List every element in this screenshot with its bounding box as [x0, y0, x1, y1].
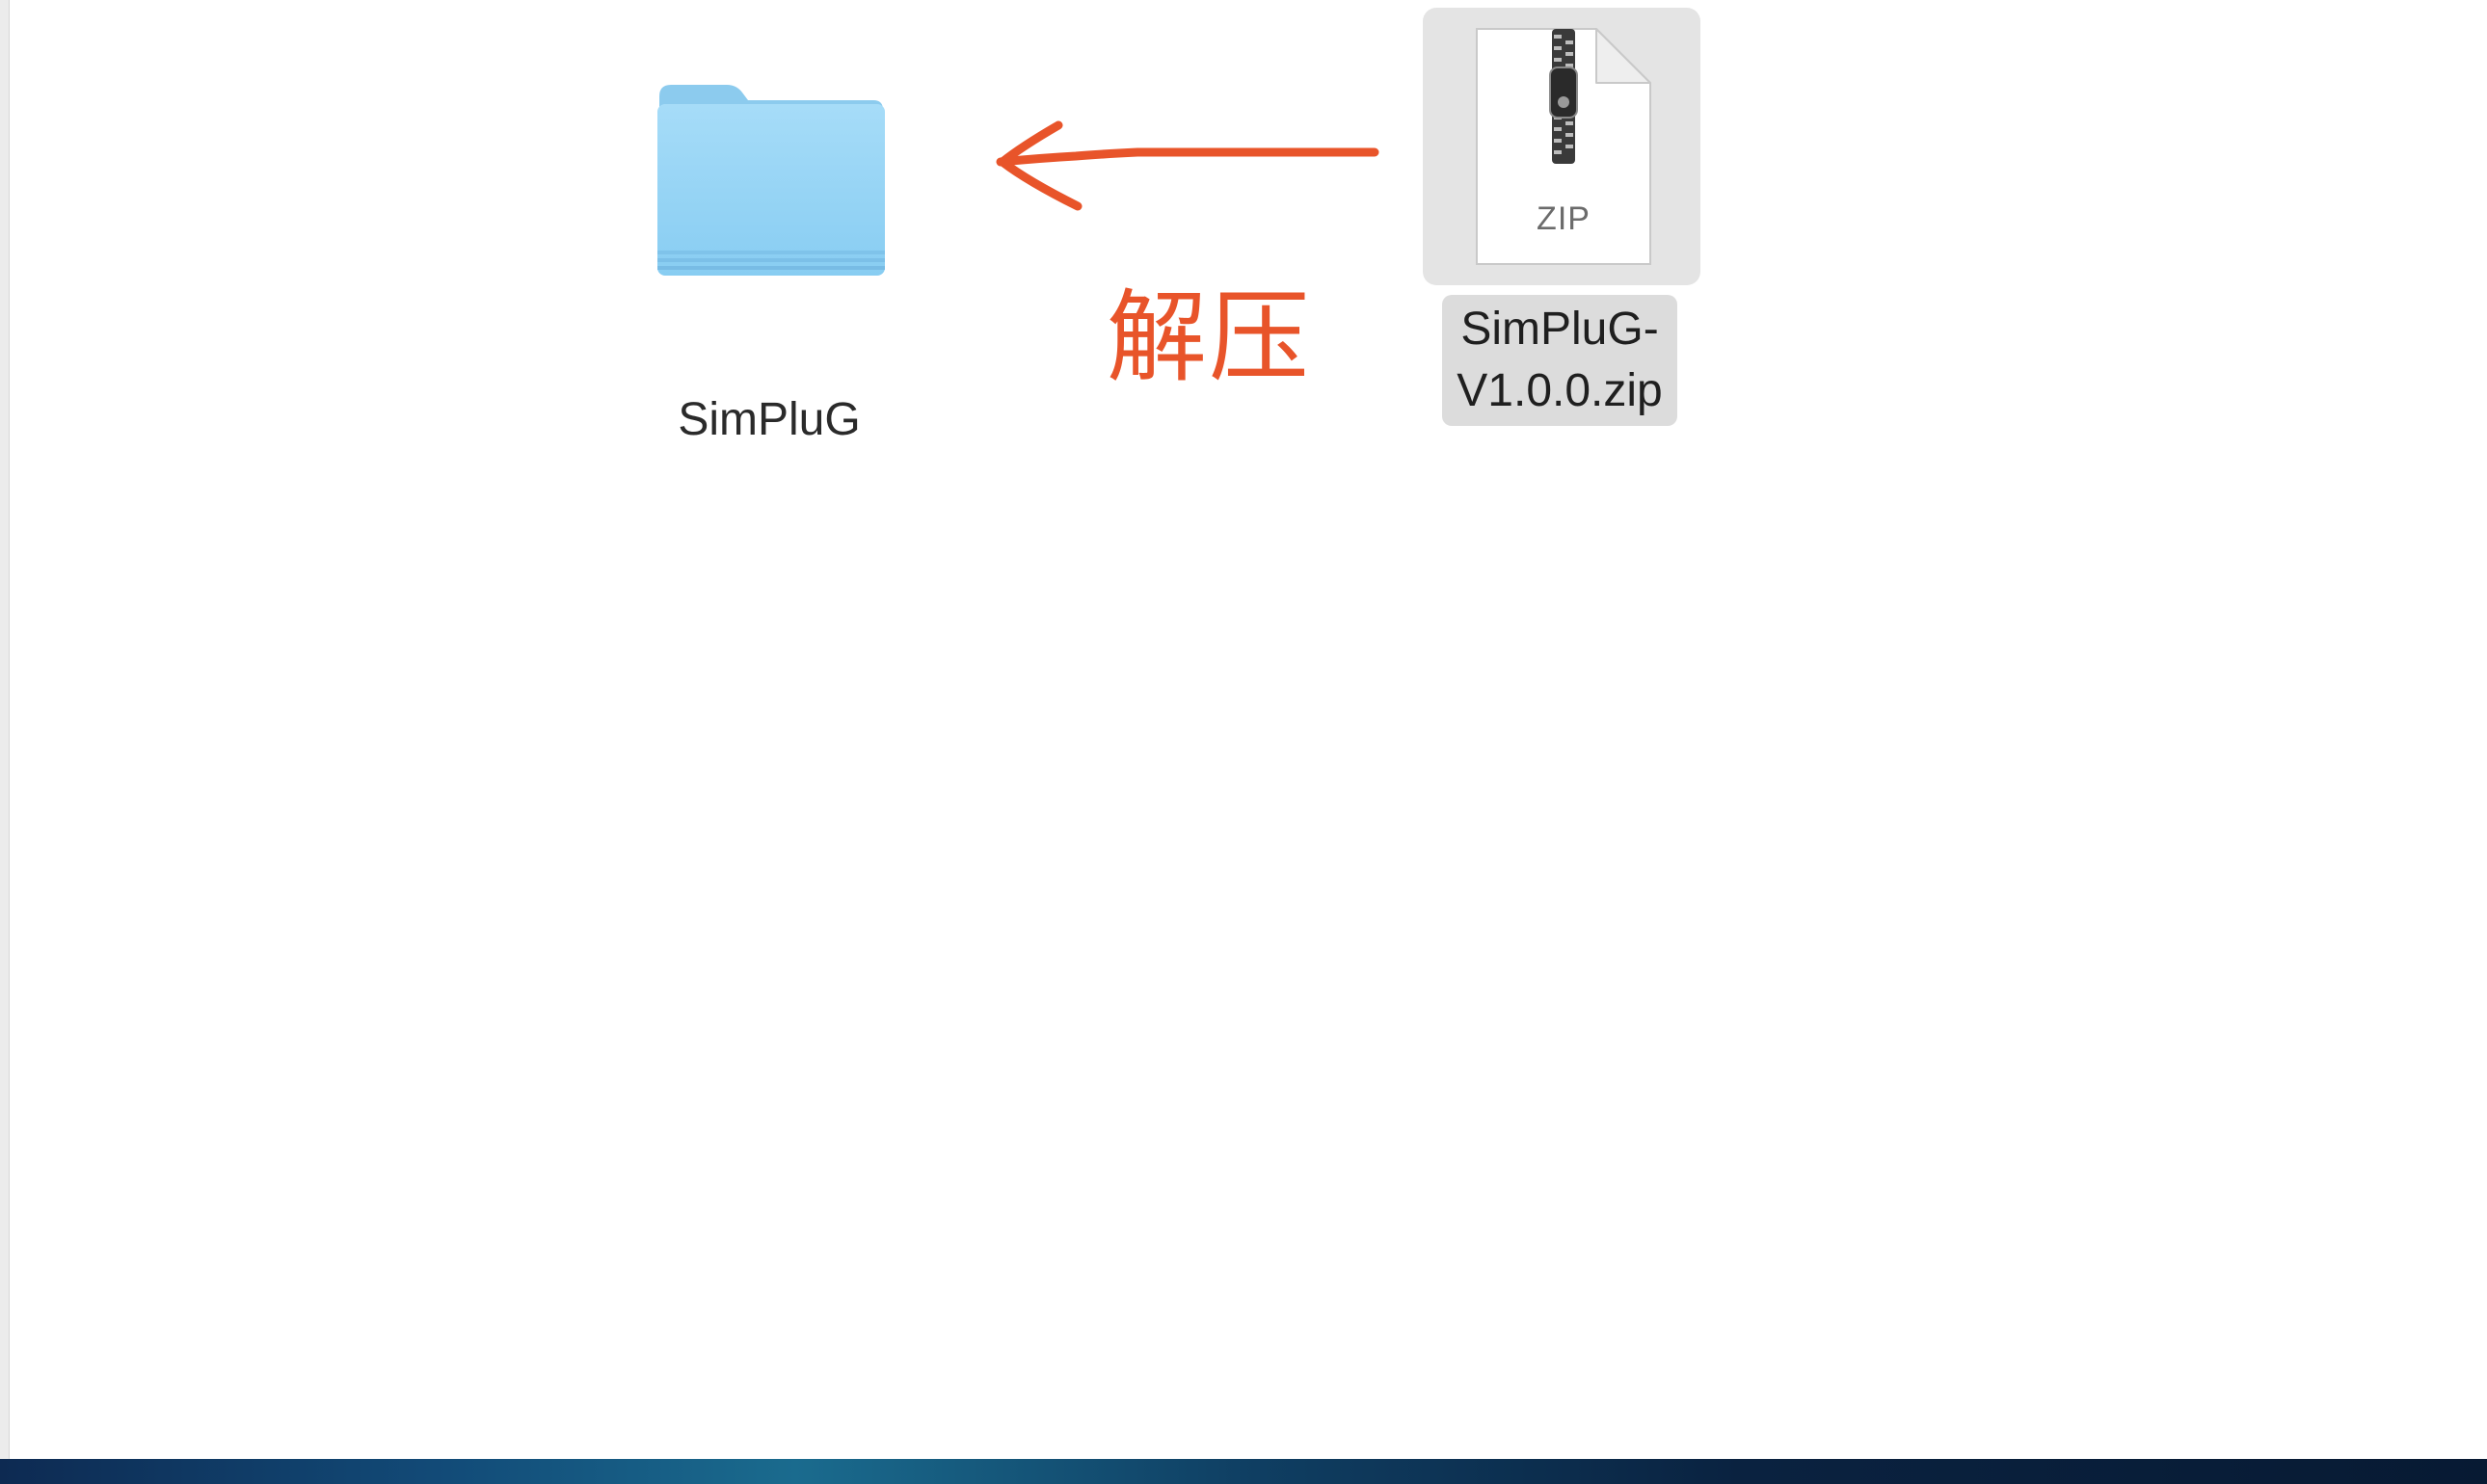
folder-icon[interactable] [655, 79, 887, 278]
file-item-label[interactable]: SimPluG- V1.0.0.zip [1442, 295, 1677, 426]
desktop-background [0, 1459, 2487, 1484]
zip-archive-icon[interactable] [1473, 25, 1654, 268]
window-left-border [0, 0, 10, 1459]
arrow-left-icon [996, 120, 1379, 211]
file-item-label-line: SimPluG- V1.0.0.zip [1457, 304, 1663, 416]
file-item-label[interactable]: SimPluG [678, 394, 861, 445]
zip-badge: ZIP [1537, 200, 1591, 237]
annotation-extract-label: 解压 [1107, 278, 1312, 396]
